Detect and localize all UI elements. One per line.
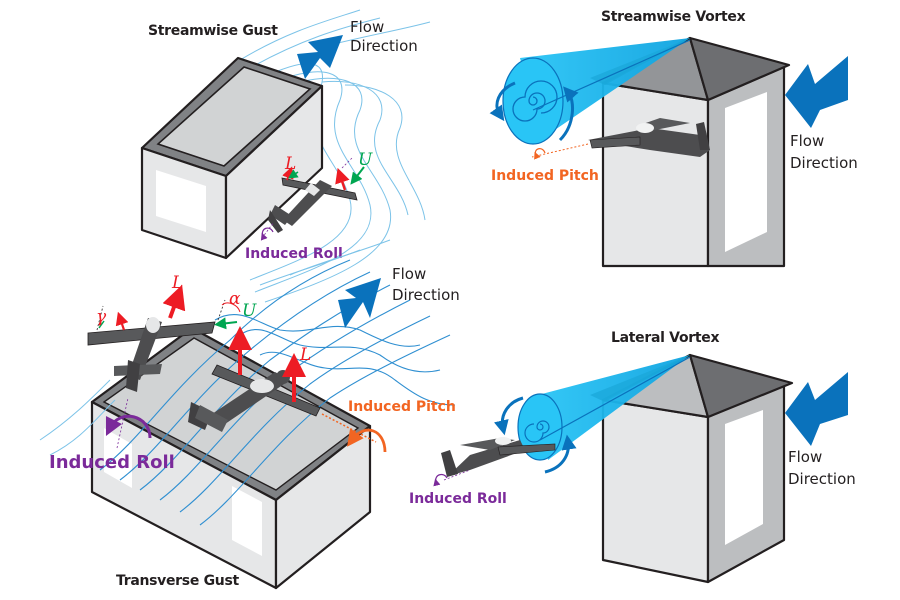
pitch-axis: [531, 143, 589, 158]
flow-label-line2: Direction: [790, 154, 858, 172]
effect-label: Induced Roll: [409, 491, 507, 507]
aircraft: [188, 364, 321, 432]
aircraft: [441, 437, 556, 477]
effect-label-pitch: Induced Pitch: [348, 399, 456, 415]
panel-streamwise-vortex: Streamwise Vortex I: [489, 9, 858, 268]
flow-label-line2: Direction: [350, 37, 418, 55]
flow-label-line1: Flow: [392, 265, 426, 283]
panel-title: Transverse Gust: [116, 573, 239, 589]
effect-label-roll: Induced Roll: [49, 452, 175, 473]
flow-direction-arrow: [785, 372, 848, 446]
flow-label-line2: Direction: [392, 286, 460, 304]
flow-label-line1: Flow: [350, 18, 384, 36]
vortex-tube: [494, 355, 691, 474]
lift-symbol: L: [171, 273, 183, 293]
building-tower: [601, 353, 794, 584]
flow-direction-arrow: [785, 56, 848, 128]
aircraft: [87, 317, 216, 392]
aircraft: [588, 118, 710, 157]
panel-transverse-gust: L α U γ L Induced Roll Induced Pitch Flo…: [39, 239, 460, 590]
lift-symbol: L: [284, 154, 296, 174]
panel-streamwise-gust: Flow Direction Streamwise Gust L U Induc…: [140, 9, 431, 303]
flow-direction-arrow: [297, 35, 343, 79]
vortex-tube: [489, 38, 691, 145]
flow-direction-arrow: [338, 278, 381, 328]
alpha-symbol: α: [229, 289, 241, 309]
panel-title: Streamwise Vortex: [601, 9, 746, 25]
panel-title: Streamwise Gust: [148, 23, 278, 39]
effect-label: Induced Pitch: [491, 168, 599, 184]
flow-label-line2: Direction: [788, 470, 856, 488]
streamlines: [239, 9, 431, 303]
gamma-symbol: γ: [96, 307, 107, 327]
effect-label: Induced Roll: [245, 246, 343, 262]
panel-lateral-vortex: Lateral Vortex Indu: [409, 330, 856, 584]
lift-symbol-2: L: [299, 345, 311, 365]
building-box: [140, 56, 324, 260]
building-tower: [601, 36, 791, 268]
velocity-symbol: U: [358, 150, 373, 170]
panel-title: Lateral Vortex: [611, 330, 719, 346]
aircraft: [268, 177, 358, 233]
flow-label-line1: Flow: [788, 448, 822, 466]
flow-label-line1: Flow: [790, 132, 824, 150]
velocity-symbol: U: [242, 301, 257, 321]
